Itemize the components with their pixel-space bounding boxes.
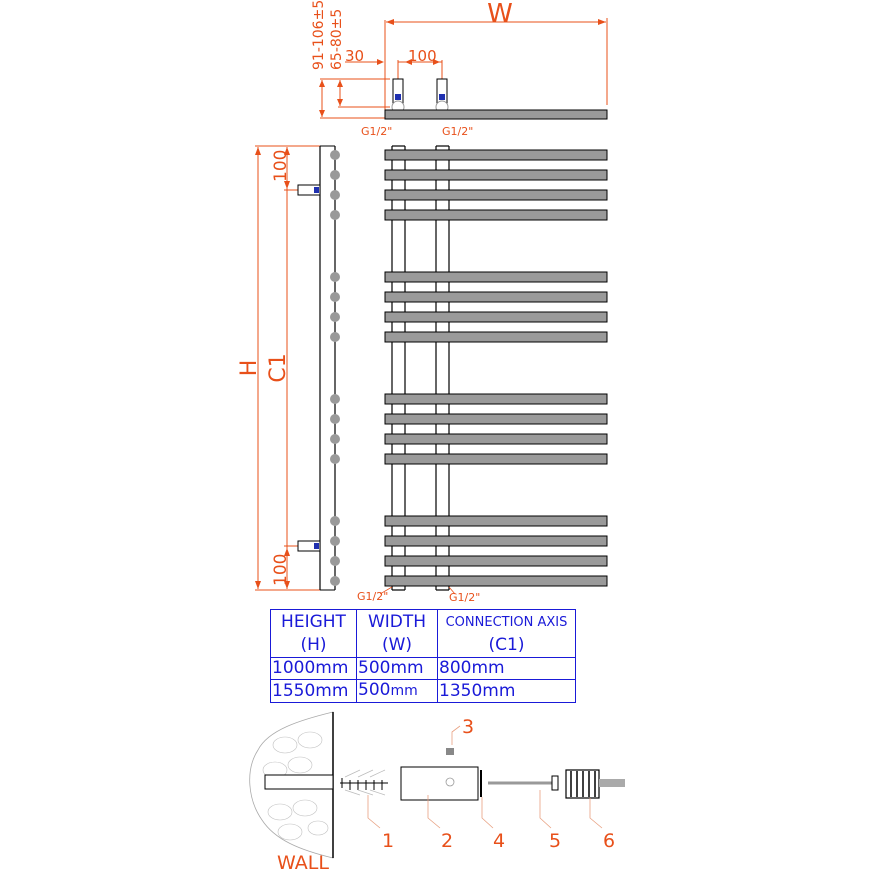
spec-table: HEIGHT(H) WIDTH(W) CONNECTION AXIS(C1) 1…: [270, 609, 576, 703]
top-view: W 30 100 91-106±5 65-80±5 G1/2" G1/2": [311, 0, 608, 138]
part-label-5: 5: [549, 830, 561, 852]
cell-width: 500mm: [356, 657, 438, 680]
front-view: G1/2" G1/2": [357, 145, 608, 604]
part-label-2: 2: [441, 830, 453, 852]
pipe-spacing-label: 100: [408, 47, 437, 65]
table-row: 1550mm 500mm 1350mm: [270, 679, 576, 703]
side-view: H C1 100 100: [237, 145, 340, 591]
axis-c1-label: C1: [266, 353, 291, 382]
top-offset-label: 100: [271, 150, 291, 182]
header-axis: CONNECTION AXIS(C1): [437, 609, 576, 658]
header-width: WIDTH(W): [356, 609, 438, 658]
part-label-1: 1: [382, 830, 394, 852]
depth-outer-label: 91-106±5: [311, 0, 327, 70]
table-header-row: HEIGHT(H) WIDTH(W) CONNECTION AXIS(C1): [270, 609, 576, 658]
thread-bottom-left: G1/2": [357, 590, 388, 603]
cell-axis: 800mm: [437, 657, 576, 680]
cell-height: 1550mm: [270, 679, 357, 703]
offset-30-label: 30: [345, 47, 364, 65]
header-height: HEIGHT(H): [270, 609, 357, 658]
cell-width: 500mm: [356, 679, 438, 703]
thread-top-left: G1/2": [361, 125, 392, 138]
table-row: 1000mm 500mm 800mm: [270, 657, 576, 680]
thread-bottom-right: G1/2": [449, 591, 480, 604]
cell-height: 1000mm: [270, 657, 357, 680]
part-label-3: 3: [462, 716, 474, 738]
mounting-detail: WALL: [249, 711, 625, 874]
height-label: H: [237, 360, 262, 377]
bottom-offset-label: 100: [271, 554, 291, 586]
wall-label: WALL: [277, 852, 329, 874]
part-label-4: 4: [493, 830, 505, 852]
depth-inner-label: 65-80±5: [329, 9, 345, 70]
cell-axis: 1350mm: [437, 679, 576, 703]
width-label: W: [487, 0, 513, 29]
thread-top-right: G1/2": [442, 125, 473, 138]
part-label-6: 6: [603, 830, 615, 852]
